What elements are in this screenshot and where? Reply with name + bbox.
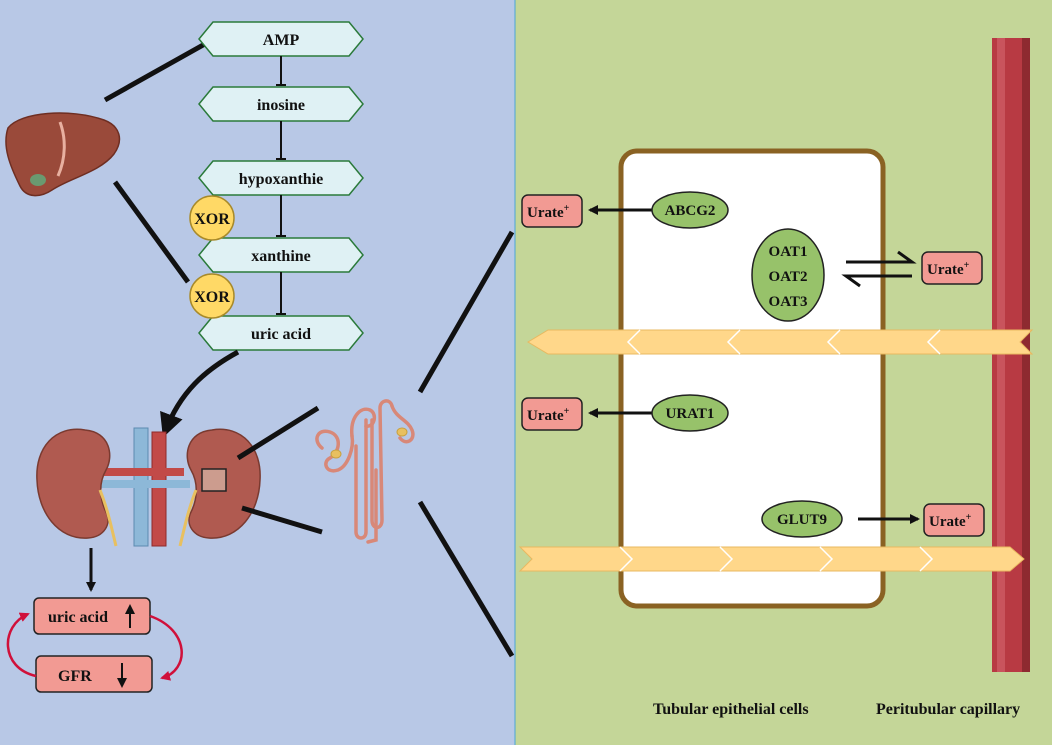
uric-acid-label: uric acid xyxy=(48,609,108,626)
liver-link-bottom xyxy=(112,180,191,284)
urat1-transporter: URAT1 xyxy=(651,394,729,432)
pathway-step-label: xanthine xyxy=(251,248,311,265)
membrane-band-top xyxy=(527,329,1034,355)
liver-link-top xyxy=(103,37,214,103)
glut9-label: GLUT9 xyxy=(777,512,827,528)
urate-box-abcg2: Urate+ xyxy=(521,194,583,228)
urate-label: Urate xyxy=(929,514,966,530)
peritubular-capillary xyxy=(992,38,1030,672)
abcg2-label: ABCG2 xyxy=(665,203,716,219)
pathway-step-label: AMP xyxy=(263,32,300,49)
pathway-step: AMP xyxy=(198,21,364,57)
tubular-cells-caption: Tubular epithelial cells xyxy=(653,701,809,718)
urate-label: Urate xyxy=(527,408,564,424)
svg-text:Urate+: Urate+ xyxy=(527,203,570,221)
urate-superscript: + xyxy=(564,406,570,417)
xor-enzyme-2-label: XOR xyxy=(194,289,230,306)
oat1-label: OAT1 xyxy=(769,244,808,260)
urate-superscript: + xyxy=(966,512,972,523)
urate-box-oat: Urate+ xyxy=(921,251,983,285)
oat-exchange-arrows xyxy=(841,250,917,288)
feedback-arrow-right xyxy=(149,614,183,681)
svg-text:Urate+: Urate+ xyxy=(927,260,970,278)
urate-label: Urate xyxy=(527,205,564,221)
pathway-step: uric acid xyxy=(198,315,364,351)
svg-text:Urate+: Urate+ xyxy=(929,512,972,530)
nephron-icon xyxy=(315,399,415,544)
pathway-to-kidney-arrow xyxy=(160,349,240,438)
pathway-step-label: hypoxanthie xyxy=(239,171,323,188)
kidney-link-top xyxy=(236,405,320,461)
oat2-label: OAT2 xyxy=(769,269,808,285)
pathway-step-label: inosine xyxy=(257,97,305,114)
pathway-step: hypoxanthie xyxy=(198,160,364,196)
kidneys-icon xyxy=(36,427,261,547)
kidney-link-bottom xyxy=(241,505,323,535)
gfr-label: GFR xyxy=(58,668,92,685)
glut9-transporter: GLUT9 xyxy=(761,500,843,538)
urate-box-glut9: Urate+ xyxy=(923,503,985,537)
pathway-step: inosine xyxy=(198,86,364,122)
membrane-band-bottom xyxy=(518,546,1025,572)
abcg2-transporter: ABCG2 xyxy=(651,191,729,229)
xor-enzyme-1-label: XOR xyxy=(194,211,230,228)
zoom-link-bottom xyxy=(417,500,515,658)
svg-text:Urate+: Urate+ xyxy=(527,406,570,424)
urate-superscript: + xyxy=(964,260,970,271)
oat-transporter: OAT1 OAT2 OAT3 xyxy=(751,228,825,322)
liver-icon xyxy=(5,112,121,197)
urate-label: Urate xyxy=(927,262,964,278)
oat3-label: OAT3 xyxy=(769,294,808,310)
urate-box-urat1: Urate+ xyxy=(521,397,583,431)
pathway-step: xanthine xyxy=(198,237,364,273)
feedback-arrow-left xyxy=(6,612,37,678)
gfr-box: GFR xyxy=(35,655,153,693)
zoom-link-top xyxy=(417,230,515,394)
xor-enzyme-2: XOR xyxy=(189,273,235,319)
peritubular-capillary-caption: Peritubular capillary xyxy=(876,701,1020,718)
uric-acid-box: uric acid xyxy=(33,597,151,635)
urat1-label: URAT1 xyxy=(666,406,715,422)
xor-enzyme-1: XOR xyxy=(189,195,235,241)
pathway-step-label: uric acid xyxy=(251,326,311,343)
urate-superscript: + xyxy=(564,203,570,214)
